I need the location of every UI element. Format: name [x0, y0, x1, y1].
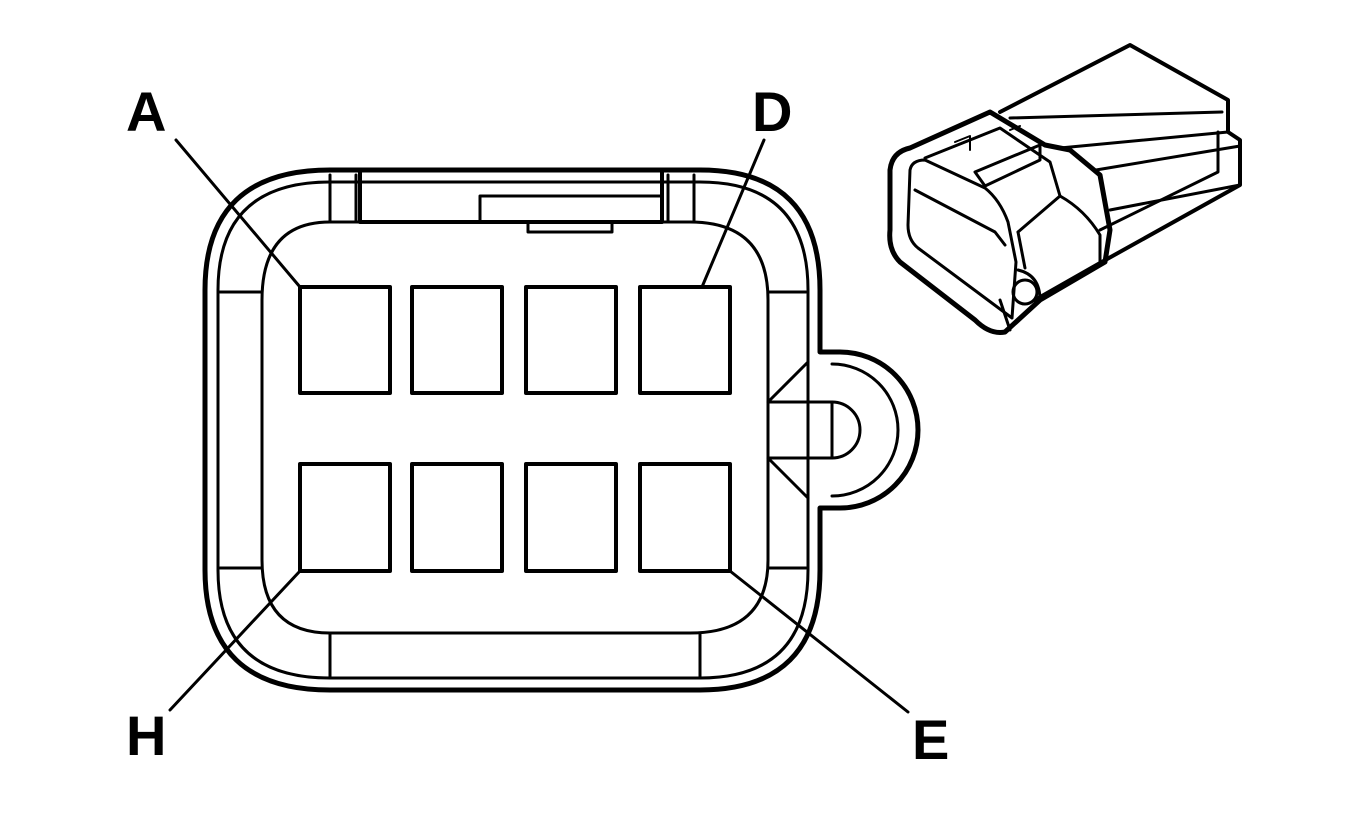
iso-latch-ridge — [923, 126, 1062, 234]
pin-label-d: D — [752, 80, 793, 143]
lock-tab-outline — [830, 362, 900, 498]
iso-rail-2 — [1108, 183, 1242, 212]
leader-line-d — [700, 138, 766, 289]
iso-front-shell — [887, 109, 1113, 335]
top-latch-tab — [478, 194, 664, 224]
iso-rail-1 — [1094, 144, 1242, 172]
iso-latch-window — [954, 125, 1021, 151]
cavity-e — [638, 462, 732, 573]
iso-lock-boss-cut — [1016, 268, 1042, 302]
lock-tab-hook — [830, 400, 862, 460]
connector-isometric-view — [887, 43, 1242, 335]
cavity-c — [524, 285, 618, 395]
pin-label-e: E — [912, 708, 950, 771]
iso-side-grip — [1016, 194, 1102, 270]
cavity-a — [298, 285, 392, 395]
cavity-g — [410, 462, 504, 573]
cavity-h — [298, 462, 392, 573]
leader-line-e — [728, 569, 910, 714]
iso-bottom-edge — [913, 188, 1012, 332]
cavity-f — [524, 462, 618, 573]
leader-line-h — [168, 569, 302, 712]
cavity-b — [410, 285, 504, 395]
cavity-d — [638, 285, 732, 395]
top-latch-step — [526, 220, 614, 234]
iso-back-body — [998, 43, 1242, 302]
lock-tab-chamfer-top — [766, 360, 810, 404]
connector-inner-wall — [260, 220, 770, 635]
pin-label-h: H — [126, 704, 167, 767]
lock-tab-chamfer-bottom — [766, 456, 810, 500]
iso-lock-boss — [1011, 278, 1039, 306]
connector-housing-ring — [216, 180, 810, 680]
iso-front-opening — [906, 158, 1018, 320]
pin-label-a: A — [126, 80, 167, 143]
iso-rail-3 — [1098, 130, 1220, 232]
connector-housing-outer — [202, 167, 921, 693]
iso-latch-slot — [973, 143, 1042, 188]
lock-tab-slot — [766, 400, 834, 460]
leader-line-a — [174, 138, 302, 289]
iso-top-edge — [1008, 110, 1230, 150]
